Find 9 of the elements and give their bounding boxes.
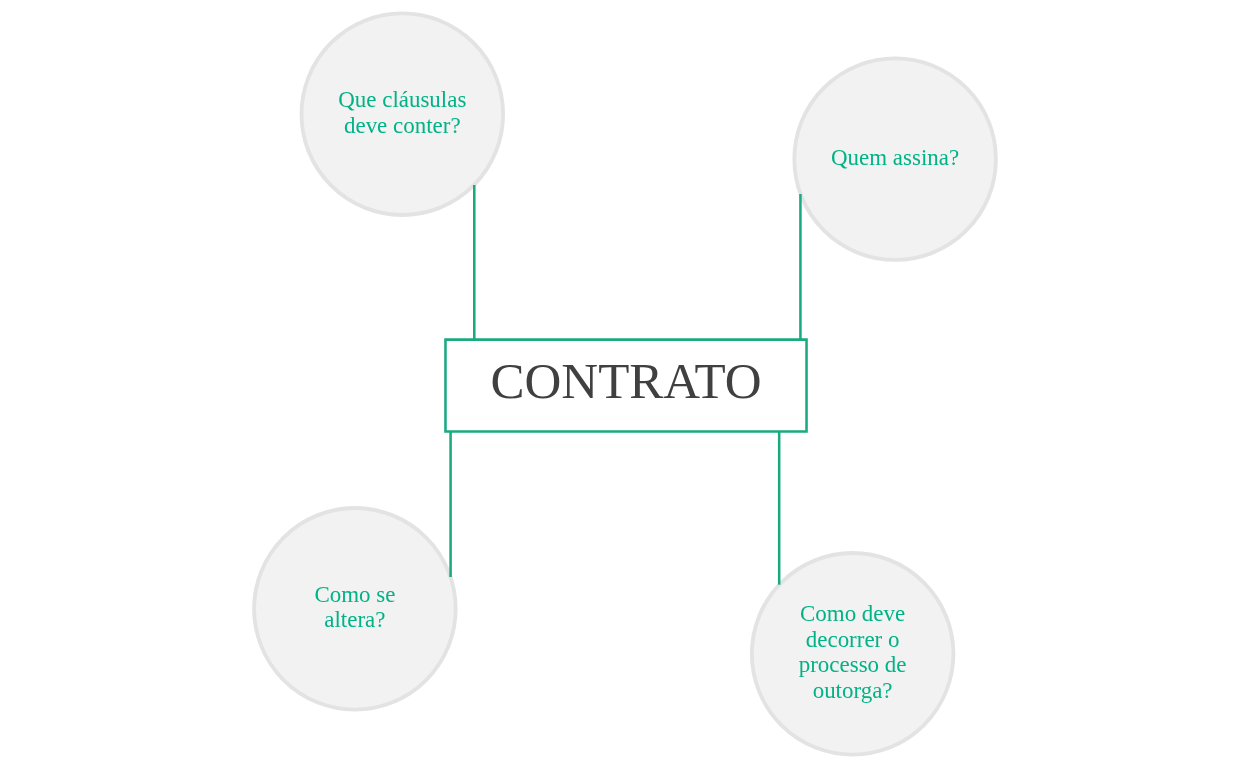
node-circle: Como se altera? [252,506,458,712]
node-box: CONTRATO [444,338,808,433]
node-circle: Como deve decorrer o processo de outorga? [749,551,956,757]
connector [449,431,452,577]
connector [473,184,476,340]
connector [799,194,802,340]
node-circle: Quem assina? [792,56,998,262]
connector [777,431,781,585]
node-circle: Que cláusulas deve conter? [299,11,505,217]
